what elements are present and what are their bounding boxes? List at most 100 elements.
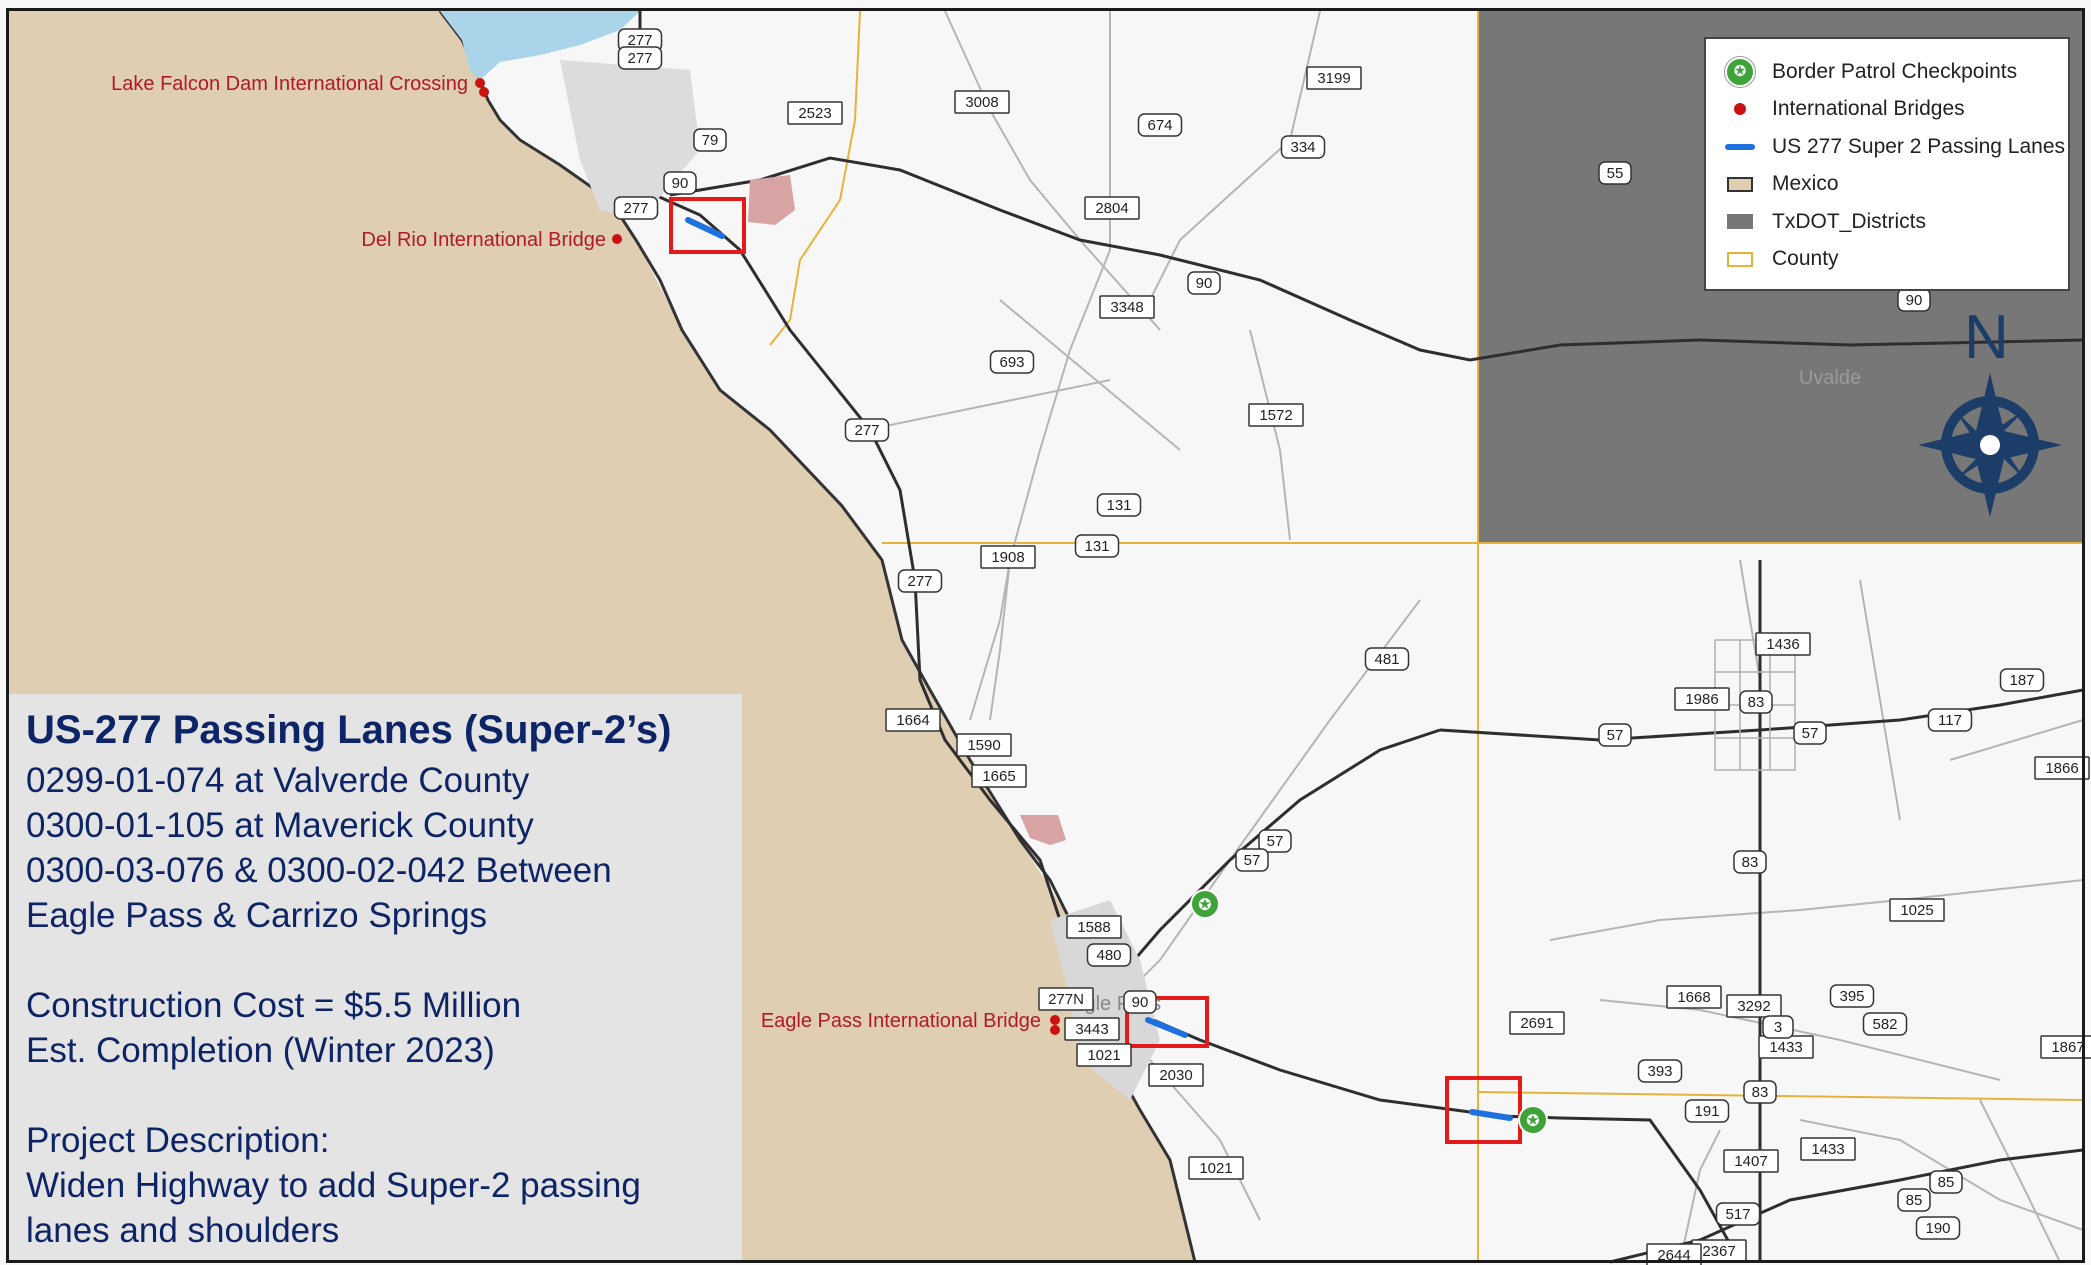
project-title: US-277 Passing Lanes (Super-2’s) [26, 708, 672, 752]
highlight-box-del-rio [669, 197, 746, 254]
route-shield: 117 [1927, 708, 1973, 732]
route-shield: 2691 [1509, 1011, 1565, 1035]
project-info-panel: US-277 Passing Lanes (Super-2’s) 0299-01… [9, 694, 742, 1262]
legend-mexico-label: Mexico [1772, 172, 1839, 196]
route-shield: 3443 [1064, 1017, 1120, 1041]
route-shield: 90 [663, 171, 697, 195]
route-shield-label: 90 [1196, 275, 1213, 292]
route-shield-label: 277 [854, 422, 879, 439]
eagle-pass-urban [1050, 900, 1160, 1100]
route-shield: 187 [1999, 668, 2045, 692]
route-shield: 1021 [1076, 1043, 1132, 1067]
route-shield-label: 83 [1748, 694, 1765, 711]
route-shield-label: 83 [1742, 854, 1759, 871]
route-shield: 1590 [956, 733, 1012, 757]
legend-checkpoints: ✪ Border Patrol Checkpoints [1720, 53, 2068, 91]
description-heading: Project Description: [26, 1121, 330, 1160]
route-shield-label: 191 [1694, 1103, 1719, 1120]
route-shield-label: 79 [702, 132, 719, 149]
label-uvalde: Uvalde [1799, 367, 1861, 389]
route-shield: 277 [617, 28, 663, 52]
legend-districts: TxDOT_Districts [1720, 203, 2068, 241]
legend-passing-lanes-label: US 277 Super 2 Passing Lanes [1772, 134, 2066, 158]
route-shield-label: 90 [672, 175, 689, 192]
route-shield-label: 57 [1802, 725, 1819, 742]
route-shield-label: 85 [1906, 1192, 1923, 1209]
description-line-2: lanes and shoulders [26, 1211, 340, 1250]
checkpoint-shield-icon: ✪ [1725, 56, 1755, 87]
route-shield: 3008 [954, 90, 1010, 114]
route-shield-label: 277 [907, 573, 932, 590]
svg-text:✪: ✪ [1526, 1111, 1539, 1130]
route-shield-label: 1866 [2045, 760, 2078, 777]
route-shield-label: 1665 [982, 768, 1015, 785]
route-shield: 277N [1038, 987, 1094, 1011]
route-shield: 1433 [1800, 1137, 1856, 1161]
route-shield: 131 [1096, 493, 1142, 517]
district-swatch-icon [1727, 214, 1753, 230]
route-shield-label: 693 [999, 354, 1024, 371]
compass-north-label: N [1964, 303, 2009, 372]
route-shield: 3348 [1099, 295, 1155, 319]
route-shield-label: 117 [1938, 712, 1962, 729]
route-shield: 2523 [787, 101, 843, 125]
route-shield-label: 57 [1607, 727, 1624, 744]
route-shield-label: 1664 [896, 712, 929, 729]
international-bridges [475, 78, 1060, 1035]
route-shield: 1665 [971, 764, 1027, 788]
route-shield: 1433 [1758, 1035, 1814, 1059]
csj-line-3: 0300-03-076 & 0300-02-042 Between [26, 851, 612, 890]
route-shield: 85 [1897, 1188, 1931, 1212]
route-shield-label: 83 [1752, 1084, 1769, 1101]
route-shield: 2644 [1646, 1243, 1702, 1265]
route-shield-label: 481 [1374, 651, 1399, 668]
route-shield-label: 2691 [1520, 1015, 1553, 1032]
route-shield: 395 [1829, 984, 1875, 1008]
route-shield: 83 [1733, 850, 1767, 874]
legend-county: County [1720, 241, 2068, 279]
route-shield-label: 2030 [1159, 1067, 1192, 1084]
route-shield-label: 1407 [1734, 1153, 1767, 1170]
route-shield-label: 1986 [1685, 691, 1718, 708]
route-shield: 3292 [1726, 994, 1782, 1018]
route-shield: 1025 [1889, 898, 1945, 922]
route-shield: 79 [693, 128, 727, 152]
route-shield: 481 [1364, 647, 1410, 671]
route-shield-label: 190 [1925, 1220, 1950, 1237]
legend-mexico: Mexico [1720, 166, 2068, 204]
route-shield: 1986 [1674, 687, 1730, 711]
route-shield: 1866 [2034, 756, 2090, 780]
completion-date: Est. Completion (Winter 2023) [26, 1031, 495, 1070]
mexico-swatch-icon [1727, 176, 1753, 192]
route-shields: 2772777990277252330086743199334280490334… [613, 28, 2091, 1265]
highlight-box-carrizo [1445, 1076, 1522, 1144]
route-shield: 190 [1915, 1216, 1961, 1240]
route-shield-label: 3443 [1075, 1021, 1108, 1038]
description-line-1: Widen Highway to add Super-2 passing [26, 1166, 641, 1205]
route-shield-label: 1668 [1677, 989, 1710, 1006]
legend-checkpoints-label: Border Patrol Checkpoints [1772, 59, 2018, 83]
route-shield-label: 3292 [1737, 998, 1770, 1015]
route-shield-label: 55 [1607, 165, 1624, 182]
route-shield-label: 3008 [965, 94, 998, 111]
route-shield: 334 [1280, 135, 1326, 159]
route-shield: 1867 [2040, 1035, 2091, 1059]
route-shield-label: 57 [1244, 852, 1261, 869]
route-shield: 3 [1762, 1015, 1794, 1039]
route-shield-label: 517 [1725, 1206, 1750, 1223]
route-shield-label: 1025 [1900, 902, 1933, 919]
route-shield-label: 1588 [1077, 919, 1110, 936]
route-shield: 1668 [1666, 985, 1722, 1009]
route-shield: 1588 [1066, 915, 1122, 939]
route-shield-label: 2804 [1095, 200, 1128, 217]
route-shield: 83 [1739, 690, 1773, 714]
route-shield-label: 1867 [2051, 1039, 2084, 1056]
route-shield: 693 [989, 350, 1035, 374]
del-rio-military-area [748, 175, 795, 225]
highlight-box-eagle-pass [1125, 996, 1209, 1048]
route-shield-label: 3199 [1317, 70, 1350, 87]
route-shield-label: 1572 [1259, 407, 1292, 424]
csj-line-4: Eagle Pass & Carrizo Springs [26, 896, 488, 935]
route-shield: 277 [844, 418, 890, 442]
legend-county-label: County [1772, 247, 1839, 271]
